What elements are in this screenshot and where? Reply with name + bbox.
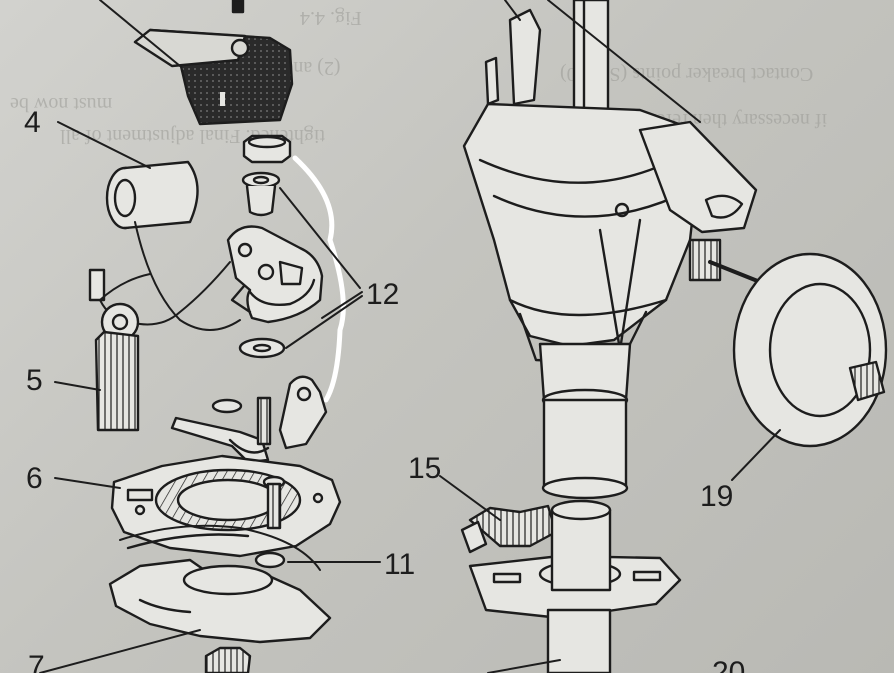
callout-15: 15 <box>408 452 442 485</box>
bush <box>241 171 281 217</box>
clamp-plate <box>468 499 682 673</box>
callout-12: 12 <box>366 278 400 311</box>
pivot-screw <box>211 396 272 446</box>
base-plate <box>110 454 342 558</box>
clamp-bolt <box>460 504 558 554</box>
contact-arm <box>170 375 328 464</box>
callout-20: 20 <box>712 656 746 673</box>
top-screw <box>231 0 245 14</box>
lower-plate <box>108 524 332 644</box>
vacuum-link <box>638 120 782 292</box>
callout-4: 4 <box>24 106 41 139</box>
housing-lower <box>538 342 632 500</box>
callout-19: 19 <box>700 480 734 513</box>
nut <box>242 134 292 164</box>
contact-breaker <box>226 225 324 324</box>
callout-5: 5 <box>26 364 43 397</box>
rotor-arm <box>133 28 294 126</box>
callout-6: 6 <box>26 462 43 495</box>
bottom-bolt <box>204 646 252 673</box>
callout-11: 11 <box>384 548 416 581</box>
condenser <box>105 160 241 331</box>
lt-terminal <box>88 261 231 432</box>
washer <box>238 337 286 359</box>
vacuum-unit <box>732 252 888 448</box>
retaining-screw <box>254 475 286 569</box>
clip-lever <box>508 8 542 106</box>
highlight-streak <box>292 155 346 403</box>
callout-7: 7 <box>28 650 45 673</box>
